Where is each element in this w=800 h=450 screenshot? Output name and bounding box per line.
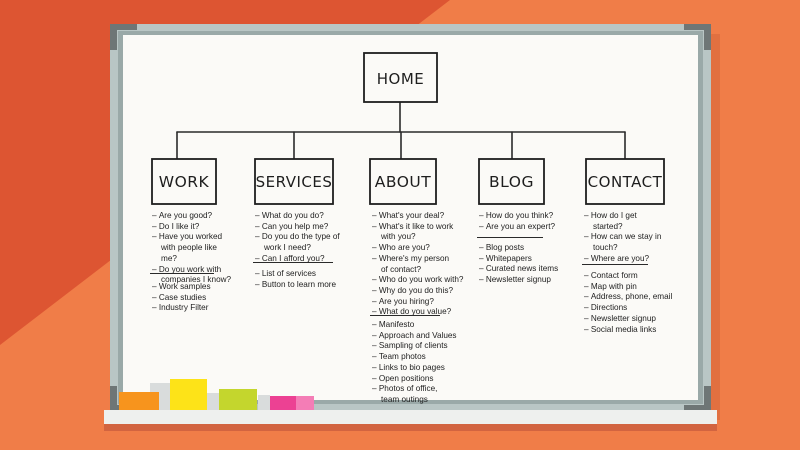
list-item: Are you an expert?	[479, 222, 555, 233]
box-work	[151, 158, 217, 205]
list-item: Newsletter signup	[479, 275, 558, 286]
list-item: Address, phone, email	[584, 292, 672, 303]
list-item: Why do you do this?	[372, 286, 464, 297]
list-item: Where are you?	[584, 254, 663, 265]
list-item: What's it like to work with you?	[372, 222, 455, 243]
list-item: Social media links	[584, 325, 672, 336]
list-item: Blog posts	[479, 243, 558, 254]
sticky-note-pink-light	[296, 396, 314, 411]
marker-tray-shadow	[104, 424, 717, 431]
list-item: Photos of office, team outings	[372, 384, 453, 405]
corner-bottom-right	[684, 386, 711, 412]
blog-separator	[477, 237, 543, 238]
corner-top-left	[110, 24, 137, 50]
list-item: Button to learn more	[255, 280, 336, 291]
list-item: Whitepapers	[479, 254, 558, 265]
list-item: Case studies	[152, 293, 211, 304]
sticky-note-grey-middle	[207, 393, 221, 411]
list-item: Open positions	[372, 374, 457, 385]
services-content: List of services Button to learn more	[255, 269, 336, 290]
blog-label: BLOG	[489, 173, 534, 191]
list-item: Contact form	[584, 271, 672, 282]
list-item: How do I get started?	[584, 211, 657, 232]
home-label: HOME	[376, 70, 425, 88]
marker-tray	[104, 410, 717, 424]
list-item: List of services	[255, 269, 336, 280]
list-item: Sampling of clients	[372, 341, 457, 352]
list-item: Approach and Values	[372, 331, 457, 342]
blog-content: Blog posts Whitepapers Curated news item…	[479, 243, 558, 286]
corner-top-right	[684, 24, 711, 50]
box-contact	[585, 158, 665, 205]
list-item: Team photos	[372, 352, 457, 363]
list-item: How do you think?	[479, 211, 555, 222]
list-item: Can you help me?	[255, 222, 346, 233]
list-item: Links to bio pages	[372, 363, 457, 374]
services-label: SERVICES	[255, 173, 333, 191]
list-item: Newsletter signup	[584, 314, 672, 325]
contact-content: Contact form Map with pin Address, phone…	[584, 271, 672, 335]
sticky-note-pink	[270, 396, 298, 411]
sticky-note-grey-right	[258, 395, 270, 411]
work-content: Work samples Case studies Industry Filte…	[152, 282, 211, 314]
sitemap-boxes	[151, 52, 665, 205]
work-label: WORK	[158, 173, 210, 191]
about-content: Manifesto Approach and Values Sampling o…	[372, 320, 457, 406]
sitemap-connectors	[176, 101, 626, 160]
list-item: What do you value?	[372, 307, 464, 318]
sticky-note-yellow	[170, 379, 207, 411]
box-blog	[478, 158, 545, 205]
list-item: Who are you?	[372, 243, 464, 254]
contact-questions: How do I get started? How can we stay in…	[584, 211, 663, 265]
box-home	[363, 52, 438, 103]
list-item: Map with pin	[584, 282, 672, 293]
contact-label: CONTACT	[587, 173, 663, 191]
list-item: Who do you work with?	[372, 275, 464, 286]
about-separator	[370, 315, 440, 316]
blog-questions: How do you think? Are you an expert?	[479, 211, 555, 232]
list-item: Industry Filter	[152, 303, 211, 314]
list-item: Do I like it?	[152, 222, 233, 233]
list-item: How can we stay in touch?	[584, 232, 663, 253]
contact-separator	[582, 264, 648, 265]
services-questions: What do you do? Can you help me? Do you …	[255, 211, 346, 265]
list-item: Curated news items	[479, 264, 558, 275]
list-item: Directions	[584, 303, 672, 314]
about-label: ABOUT	[374, 173, 432, 191]
list-item: Can I afford you?	[255, 254, 346, 265]
list-item: Have you worked with people like me?	[152, 232, 233, 264]
list-item: What's your deal?	[372, 211, 464, 222]
box-about	[369, 158, 437, 205]
work-separator	[150, 273, 214, 274]
list-item: Are you hiring?	[372, 297, 464, 308]
work-questions: Are you good? Do I like it? Have you wor…	[152, 211, 233, 286]
list-item: Are you good?	[152, 211, 233, 222]
list-item: Do you work with companies I know?	[152, 265, 233, 286]
about-questions: What's your deal? What's it like to work…	[372, 211, 464, 318]
sticky-note-green	[219, 389, 257, 411]
list-item: Manifesto	[372, 320, 457, 331]
list-item: Do you do the type of work I need?	[255, 232, 346, 253]
list-item: What do you do?	[255, 211, 346, 222]
box-services	[254, 158, 334, 205]
services-separator	[253, 262, 333, 263]
list-item: Work samples	[152, 282, 211, 293]
sticky-note-orange	[119, 392, 159, 411]
list-item: Where's my person of contact?	[372, 254, 453, 275]
